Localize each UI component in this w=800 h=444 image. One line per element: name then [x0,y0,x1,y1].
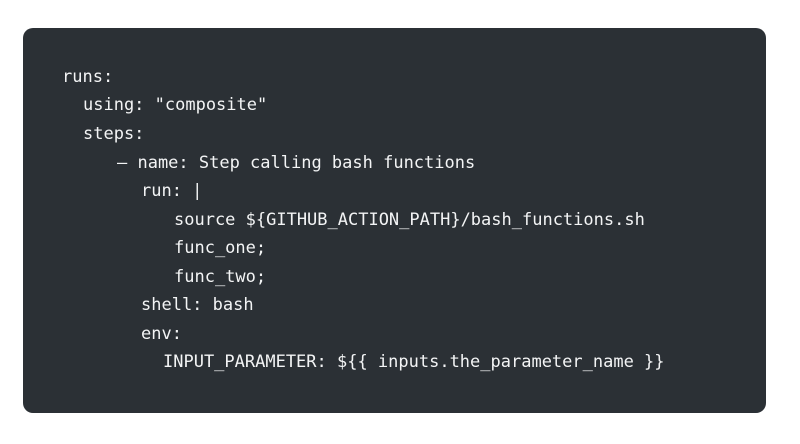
code-line-4: – name: Step calling bash functions [117,153,476,173]
code-line-5: run: | [141,181,203,201]
code-line-8: func_two; [174,267,267,287]
code-line-1: runs: [62,67,114,87]
code-line-3: steps: [83,124,145,144]
code-line-9: shell: bash [141,295,254,315]
code-line-11: INPUT_PARAMETER: ${{ inputs.the_paramete… [163,352,665,372]
code-line-6: source ${GITHUB_ACTION_PATH}/bash_functi… [174,210,645,230]
code-line-7: func_one; [174,238,267,258]
code-line-10: env: [141,324,182,344]
code-line-2: using: "composite" [83,95,268,115]
code-block: runs: using: "composite" steps: – name: … [23,28,766,413]
